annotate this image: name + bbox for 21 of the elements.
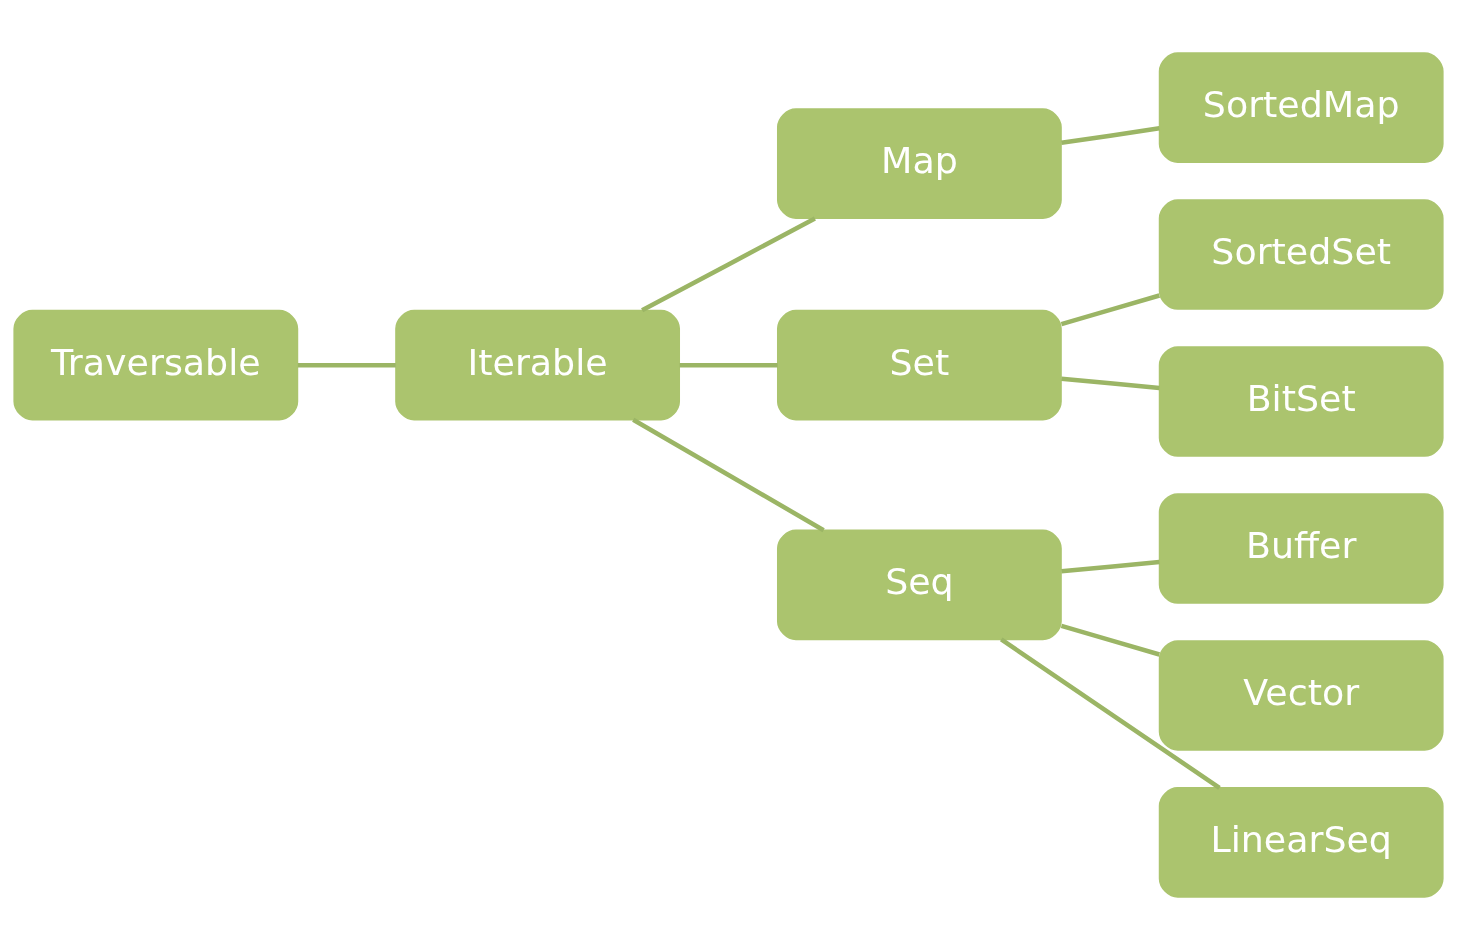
node-box: BitSet <box>1158 345 1444 457</box>
connector <box>1061 559 1160 574</box>
connector <box>641 215 816 312</box>
node-box: Buffer <box>1158 492 1444 604</box>
connector <box>679 362 778 367</box>
connector <box>632 417 825 532</box>
connector <box>297 362 396 367</box>
node-box: Seq <box>777 529 1062 640</box>
connector <box>1061 375 1160 390</box>
node-box: LinearSeq <box>1158 786 1444 898</box>
node-box: Map <box>777 107 1062 219</box>
connector <box>999 637 1221 790</box>
connector <box>1061 125 1160 145</box>
node-box: Vector <box>1158 639 1444 751</box>
node-box: Set <box>777 309 1062 420</box>
node-box: Traversable <box>13 309 299 420</box>
connector <box>1060 292 1161 326</box>
connector <box>1060 623 1161 657</box>
node-box: Iterable <box>395 309 680 420</box>
node-box: SortedSet <box>1158 198 1444 310</box>
node-box: SortedMap <box>1158 51 1444 163</box>
